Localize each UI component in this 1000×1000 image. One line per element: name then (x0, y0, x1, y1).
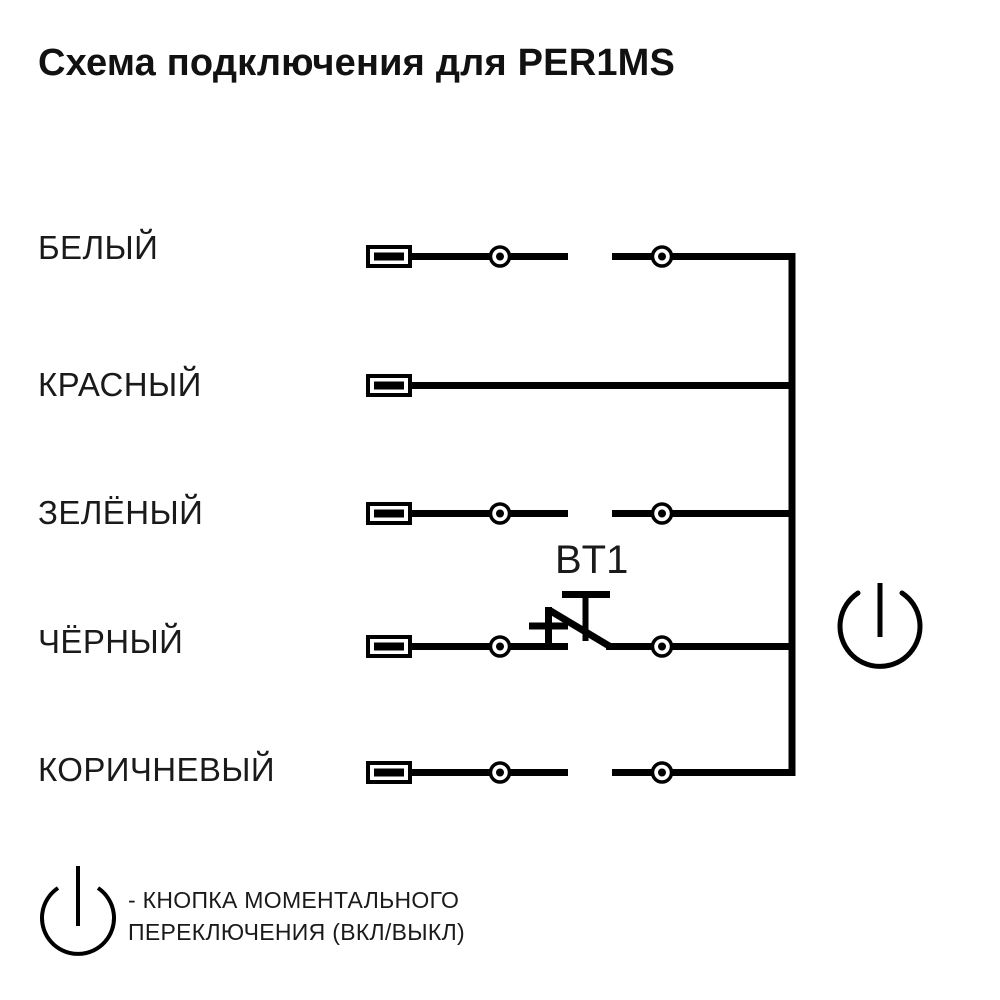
junction-node-icon (488, 635, 512, 658)
legend-description: - КНОПКА МОМЕНТАЛЬНОГО ПЕРЕКЛЮЧЕНИЯ (ВКЛ… (128, 887, 465, 945)
junction-node-icon (650, 245, 674, 268)
wire-terminal-icon (366, 761, 412, 784)
wire-label-black: ЧЁРНЫЙ (38, 623, 184, 660)
junction-node-icon (650, 761, 674, 784)
junction-node-icon (650, 502, 674, 525)
wire-terminal-icon (366, 635, 412, 658)
wire-row-red (366, 374, 792, 397)
junction-node-icon (488, 502, 512, 525)
wire-row-green (366, 502, 792, 525)
legend-power-button-icon (40, 866, 116, 956)
power-ring (40, 886, 116, 956)
page-title: Схема подключения для PER1MS (38, 42, 676, 84)
junction-node-icon (650, 635, 674, 658)
wire-row-brown (366, 761, 792, 784)
junction-node-icon (488, 761, 512, 784)
component-label-bt1: BT1 (555, 538, 628, 582)
momentary-switch-icon[interactable] (547, 591, 612, 650)
wire-label-green: ЗЕЛЁНЫЙ (38, 494, 204, 531)
wire-label-white: БЕЛЫЙ (38, 229, 159, 266)
wire-label-brown: КОРИЧНЕВЫЙ (38, 751, 276, 788)
wire-label-red: КРАСНЫЙ (38, 366, 202, 403)
power-button-icon[interactable] (837, 583, 923, 669)
wire-terminal-icon (366, 374, 412, 397)
junction-node-icon (488, 245, 512, 268)
wire-row-white (366, 245, 792, 268)
plus-polarity-icon (529, 607, 568, 645)
power-ring (837, 590, 923, 669)
wire-row-black: BT1 (366, 538, 792, 658)
wire-terminal-icon (366, 502, 412, 525)
switch-arm (547, 606, 612, 650)
wire-terminal-icon (366, 245, 412, 268)
